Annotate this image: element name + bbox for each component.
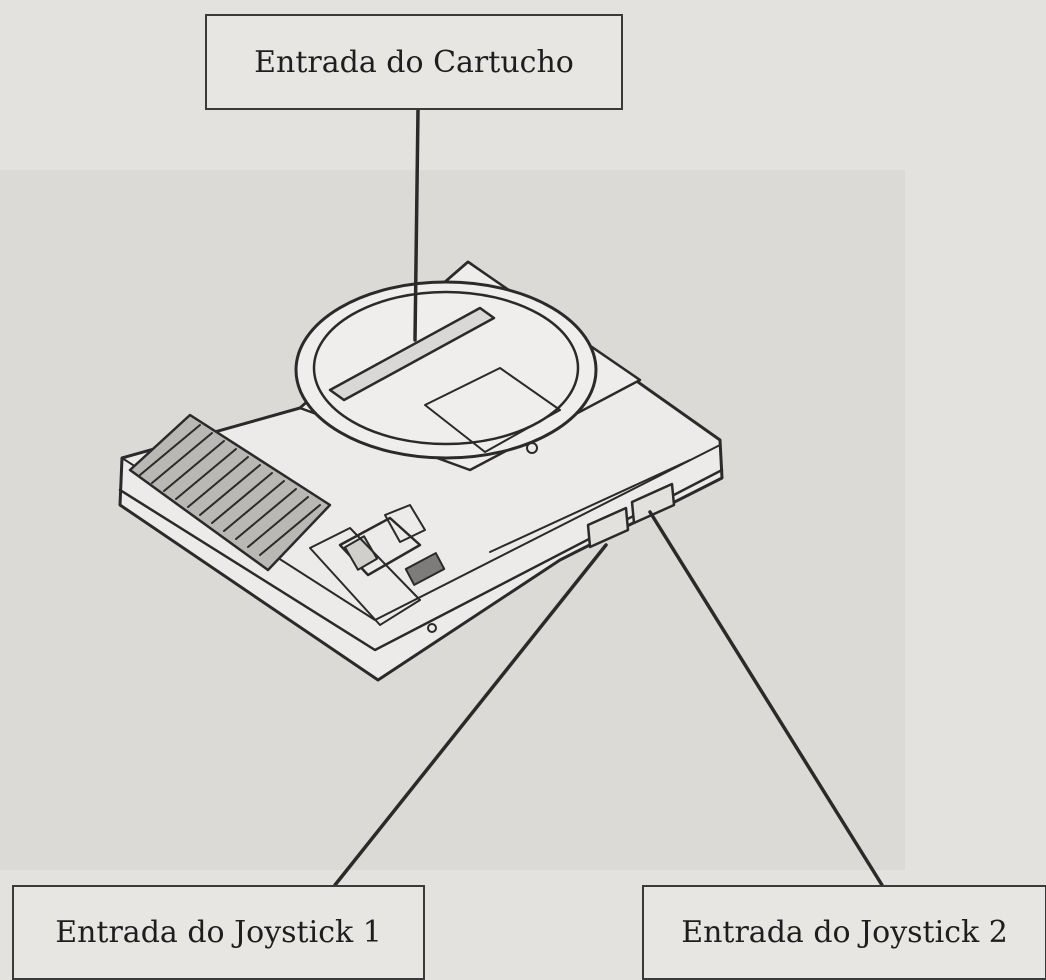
cartridge-leader-line xyxy=(413,108,420,342)
volume-slider xyxy=(404,552,446,586)
eject-button xyxy=(526,442,538,454)
power-switch xyxy=(343,535,379,571)
cartridge-ring-inner xyxy=(312,290,580,446)
vent-panel xyxy=(128,413,332,572)
cartridge-label-box: Entrada do Cartucho xyxy=(205,14,623,110)
reset-switch xyxy=(384,504,426,543)
top-recess xyxy=(424,367,561,453)
cartridge-ring-outer xyxy=(294,280,598,460)
joystick1-leader-line xyxy=(333,543,608,887)
joystick1-label: Entrada do Joystick 1 xyxy=(55,915,382,950)
joystick1-label-box: Entrada do Joystick 1 xyxy=(12,885,425,980)
cartridge-label: Entrada do Cartucho xyxy=(254,44,574,80)
joystick2-label: Entrada do Joystick 2 xyxy=(681,915,1008,950)
joystick-port-1 xyxy=(586,506,630,549)
joystick-port-2 xyxy=(630,482,676,525)
joystick2-label-box: Entrada do Joystick 2 xyxy=(642,885,1046,980)
joystick2-leader-line xyxy=(648,510,884,887)
cartridge-slot xyxy=(328,306,496,402)
vent-ribs xyxy=(139,424,321,556)
